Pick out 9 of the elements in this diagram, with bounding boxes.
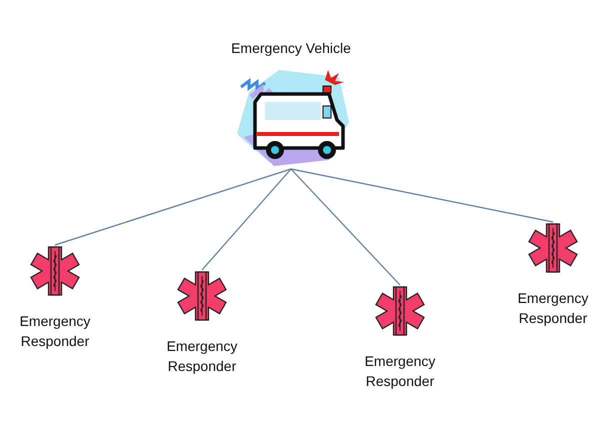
connector-line (54, 168, 292, 246)
connector-line (290, 168, 400, 286)
node-label: Emergency Vehicle (231, 39, 351, 58)
connector-line (202, 168, 292, 270)
node-label: Emergency Responder (166, 337, 238, 376)
node-label: Emergency Responder (364, 352, 436, 391)
connector-line (290, 168, 554, 223)
node-label: Emergency Responder (18, 312, 92, 351)
node-label: Emergency Responder (516, 289, 590, 328)
